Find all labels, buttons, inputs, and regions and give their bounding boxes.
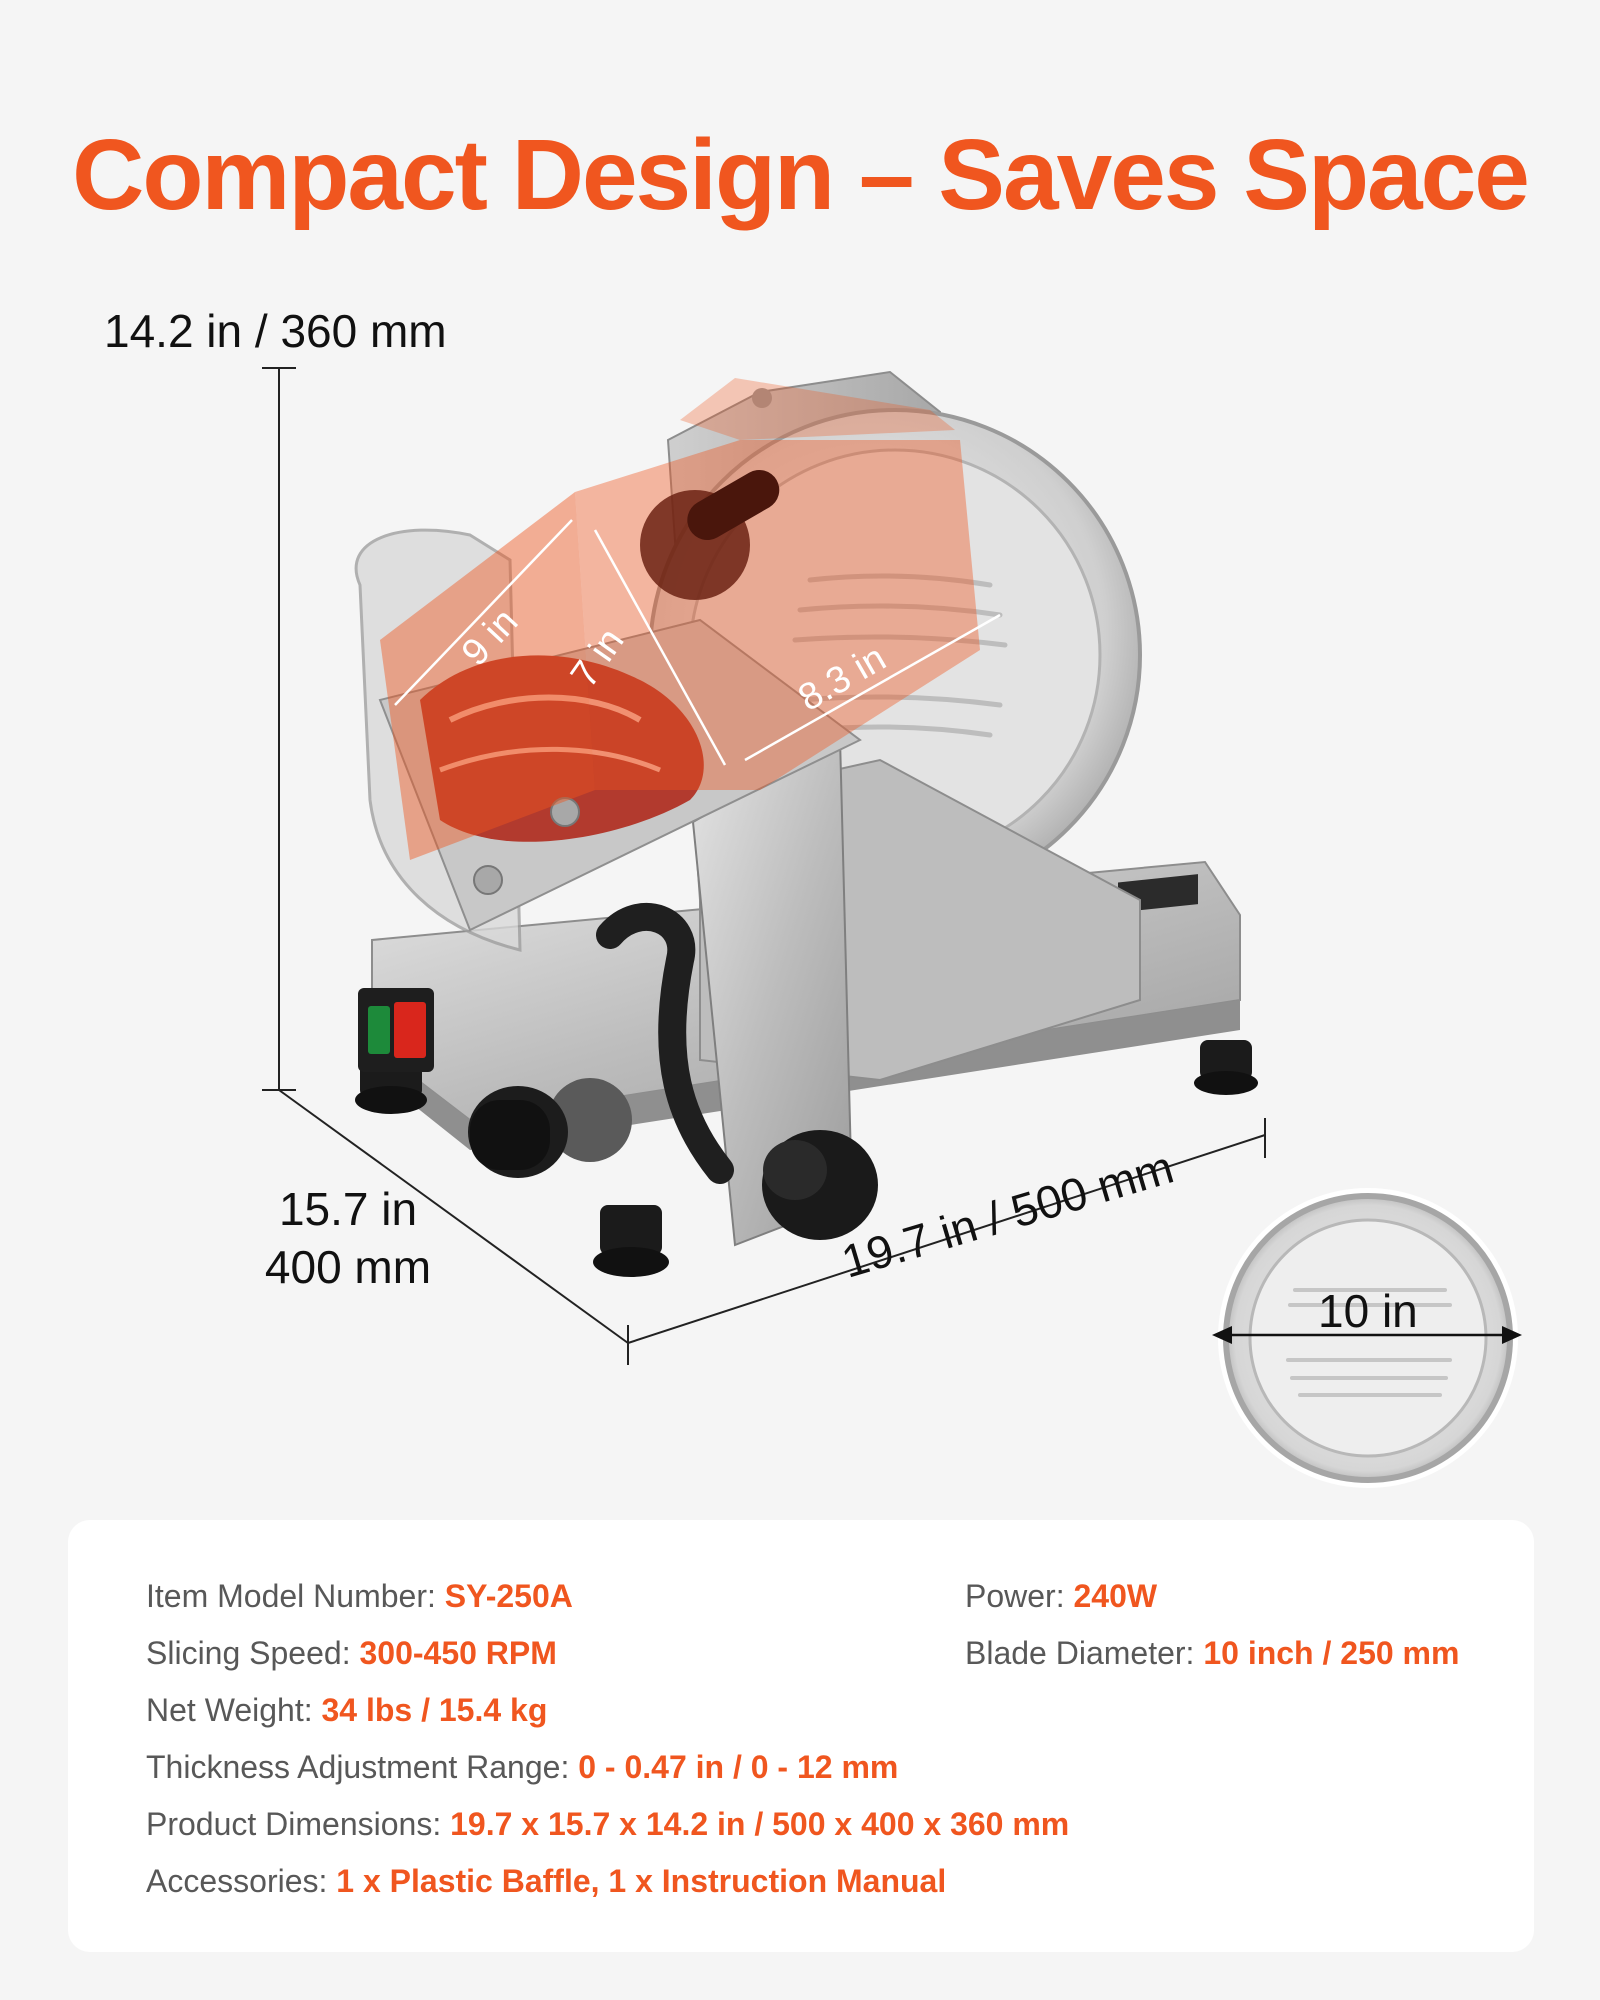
- spec-power: Power: 240W: [965, 1576, 1157, 1616]
- spec-weight: Net Weight: 34 lbs / 15.4 kg: [146, 1690, 547, 1730]
- spec-accessories-label: Accessories:: [146, 1863, 337, 1899]
- specs-card: Item Model Number: SY-250A Power: 240W S…: [68, 1520, 1534, 1952]
- tray-dimension-overlay: [380, 378, 1001, 860]
- meat-carriage: [354, 528, 862, 952]
- spec-blade: Blade Diameter: 10 inch / 250 mm: [965, 1633, 1459, 1673]
- spec-dimensions: Product Dimensions: 19.7 x 15.7 x 14.2 i…: [146, 1804, 1069, 1844]
- spec-model: Item Model Number: SY-250A: [146, 1576, 573, 1616]
- blade-detail-inset: [1212, 1188, 1522, 1488]
- depth-dimension-in: 15.7 in: [278, 1183, 418, 1235]
- spec-blade-value: 10 inch / 250 mm: [1203, 1635, 1460, 1671]
- spec-model-value: SY-250A: [444, 1578, 573, 1614]
- spec-blade-label: Blade Diameter:: [965, 1635, 1204, 1671]
- spec-speed-value: 300-450 RPM: [359, 1635, 557, 1671]
- spec-weight-label: Net Weight:: [146, 1692, 322, 1728]
- spec-power-value: 240W: [1073, 1578, 1158, 1614]
- power-switch: [358, 988, 434, 1072]
- spec-model-label: Item Model Number:: [146, 1578, 445, 1614]
- spec-speed: Slicing Speed: 300-450 RPM: [146, 1633, 557, 1673]
- spec-dimensions-label: Product Dimensions:: [146, 1806, 451, 1842]
- spec-power-label: Power:: [965, 1578, 1074, 1614]
- slicer-body: [691, 736, 1141, 1247]
- depth-dimension-mm: 400 mm: [264, 1241, 432, 1293]
- spec-weight-value: 34 lbs / 15.4 kg: [321, 1692, 548, 1728]
- thickness-knob: [468, 1078, 632, 1178]
- spec-speed-label: Slicing Speed:: [146, 1635, 360, 1671]
- spec-thickness: Thickness Adjustment Range: 0 - 0.47 in …: [146, 1747, 898, 1787]
- dimension-lines: [262, 367, 1266, 1365]
- spec-dimensions-value: 19.7 x 15.7 x 14.2 in / 500 x 400 x 360 …: [450, 1806, 1070, 1842]
- height-dimension: 14.2 in / 360 mm: [104, 305, 447, 357]
- spec-accessories: Accessories: 1 x Plastic Baffle, 1 x Ins…: [146, 1861, 946, 1901]
- depth-dimension: 15.7 in 400 mm: [258, 1180, 438, 1296]
- spec-accessories-value: 1 x Plastic Baffle, 1 x Instruction Manu…: [336, 1863, 947, 1899]
- spec-thickness-label: Thickness Adjustment Range:: [146, 1749, 579, 1785]
- blade-dimension: 10 in: [1318, 1285, 1418, 1337]
- spec-thickness-value: 0 - 0.47 in / 0 - 12 mm: [578, 1749, 899, 1785]
- page-title: Compact Design – Saves Space: [72, 119, 1530, 231]
- lock-knob: [762, 1130, 878, 1240]
- carriage-handle: [596, 903, 734, 1184]
